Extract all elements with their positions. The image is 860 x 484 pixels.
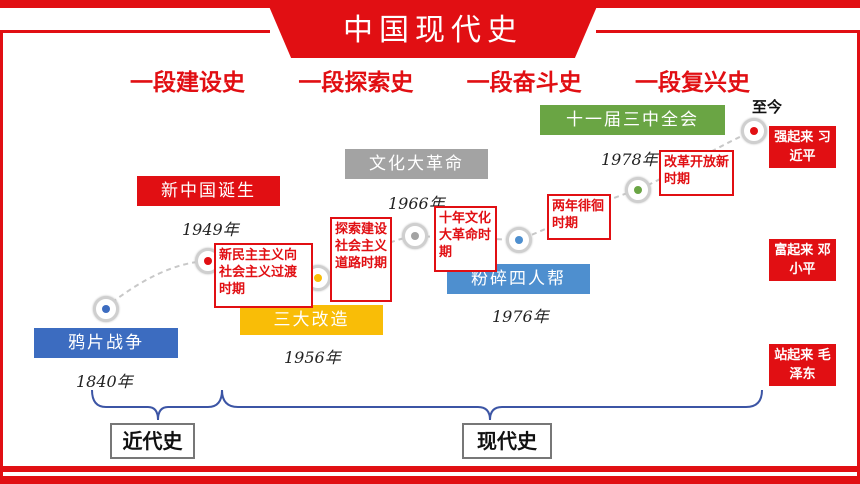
frame-top-left	[0, 30, 270, 33]
period-ten-years: 十年文化大革命时期	[434, 206, 497, 272]
period-reform: 改革开放新时期	[659, 150, 734, 196]
event-cultural-revolution: 文化大革命	[345, 149, 488, 179]
node-1976	[506, 227, 532, 253]
frame-left	[0, 30, 3, 478]
event-three-reforms: 三大改造	[240, 305, 383, 335]
year-1976: 1976年	[492, 307, 549, 326]
event-new-china: 新中国诞生	[137, 176, 280, 206]
year-1966: 1966年	[388, 194, 445, 213]
subtitle-construction: 一段建设史	[130, 69, 245, 96]
node-1978	[625, 177, 651, 203]
page-title: 中国现代史	[343, 13, 523, 48]
title-banner	[268, 4, 598, 58]
frame-right	[857, 30, 860, 478]
subtitle-exploration: 一段探索史	[298, 69, 414, 96]
subtitle-struggle: 一段奋斗史	[466, 69, 582, 96]
era-contemporary: 现代史	[462, 423, 552, 459]
bottom-bar-lower	[0, 476, 860, 484]
subtitle-revival: 一段复兴史	[634, 69, 750, 96]
node-1966	[402, 223, 428, 249]
period-two-years: 两年徘徊时期	[547, 194, 611, 240]
year-1949: 1949年	[182, 220, 239, 239]
label-now: 至今	[752, 98, 783, 116]
year-1840: 1840年	[76, 372, 133, 391]
side-standup: 站起来 毛泽东	[769, 344, 836, 386]
node-now	[741, 118, 767, 144]
side-rich: 富起来 邓小平	[769, 239, 836, 281]
year-1956: 1956年	[284, 348, 341, 367]
subtitle-row: 一段建设史 一段探索史 一段奋斗史 一段复兴史	[130, 63, 750, 97]
period-transition: 新民主主义向社会主义过渡时期	[214, 243, 313, 308]
bottom-bar	[0, 466, 860, 472]
event-third-plenum: 十一届三中全会	[540, 105, 725, 135]
year-1978: 1978年	[601, 150, 658, 169]
era-modern: 近代史	[110, 423, 195, 459]
period-exploration: 探索建设社会主义道路时期	[330, 217, 392, 302]
side-strong: 强起来 习近平	[769, 126, 836, 168]
frame-top-right	[596, 30, 860, 33]
node-1840	[93, 296, 119, 322]
event-opium-war: 鸦片战争	[34, 328, 178, 358]
